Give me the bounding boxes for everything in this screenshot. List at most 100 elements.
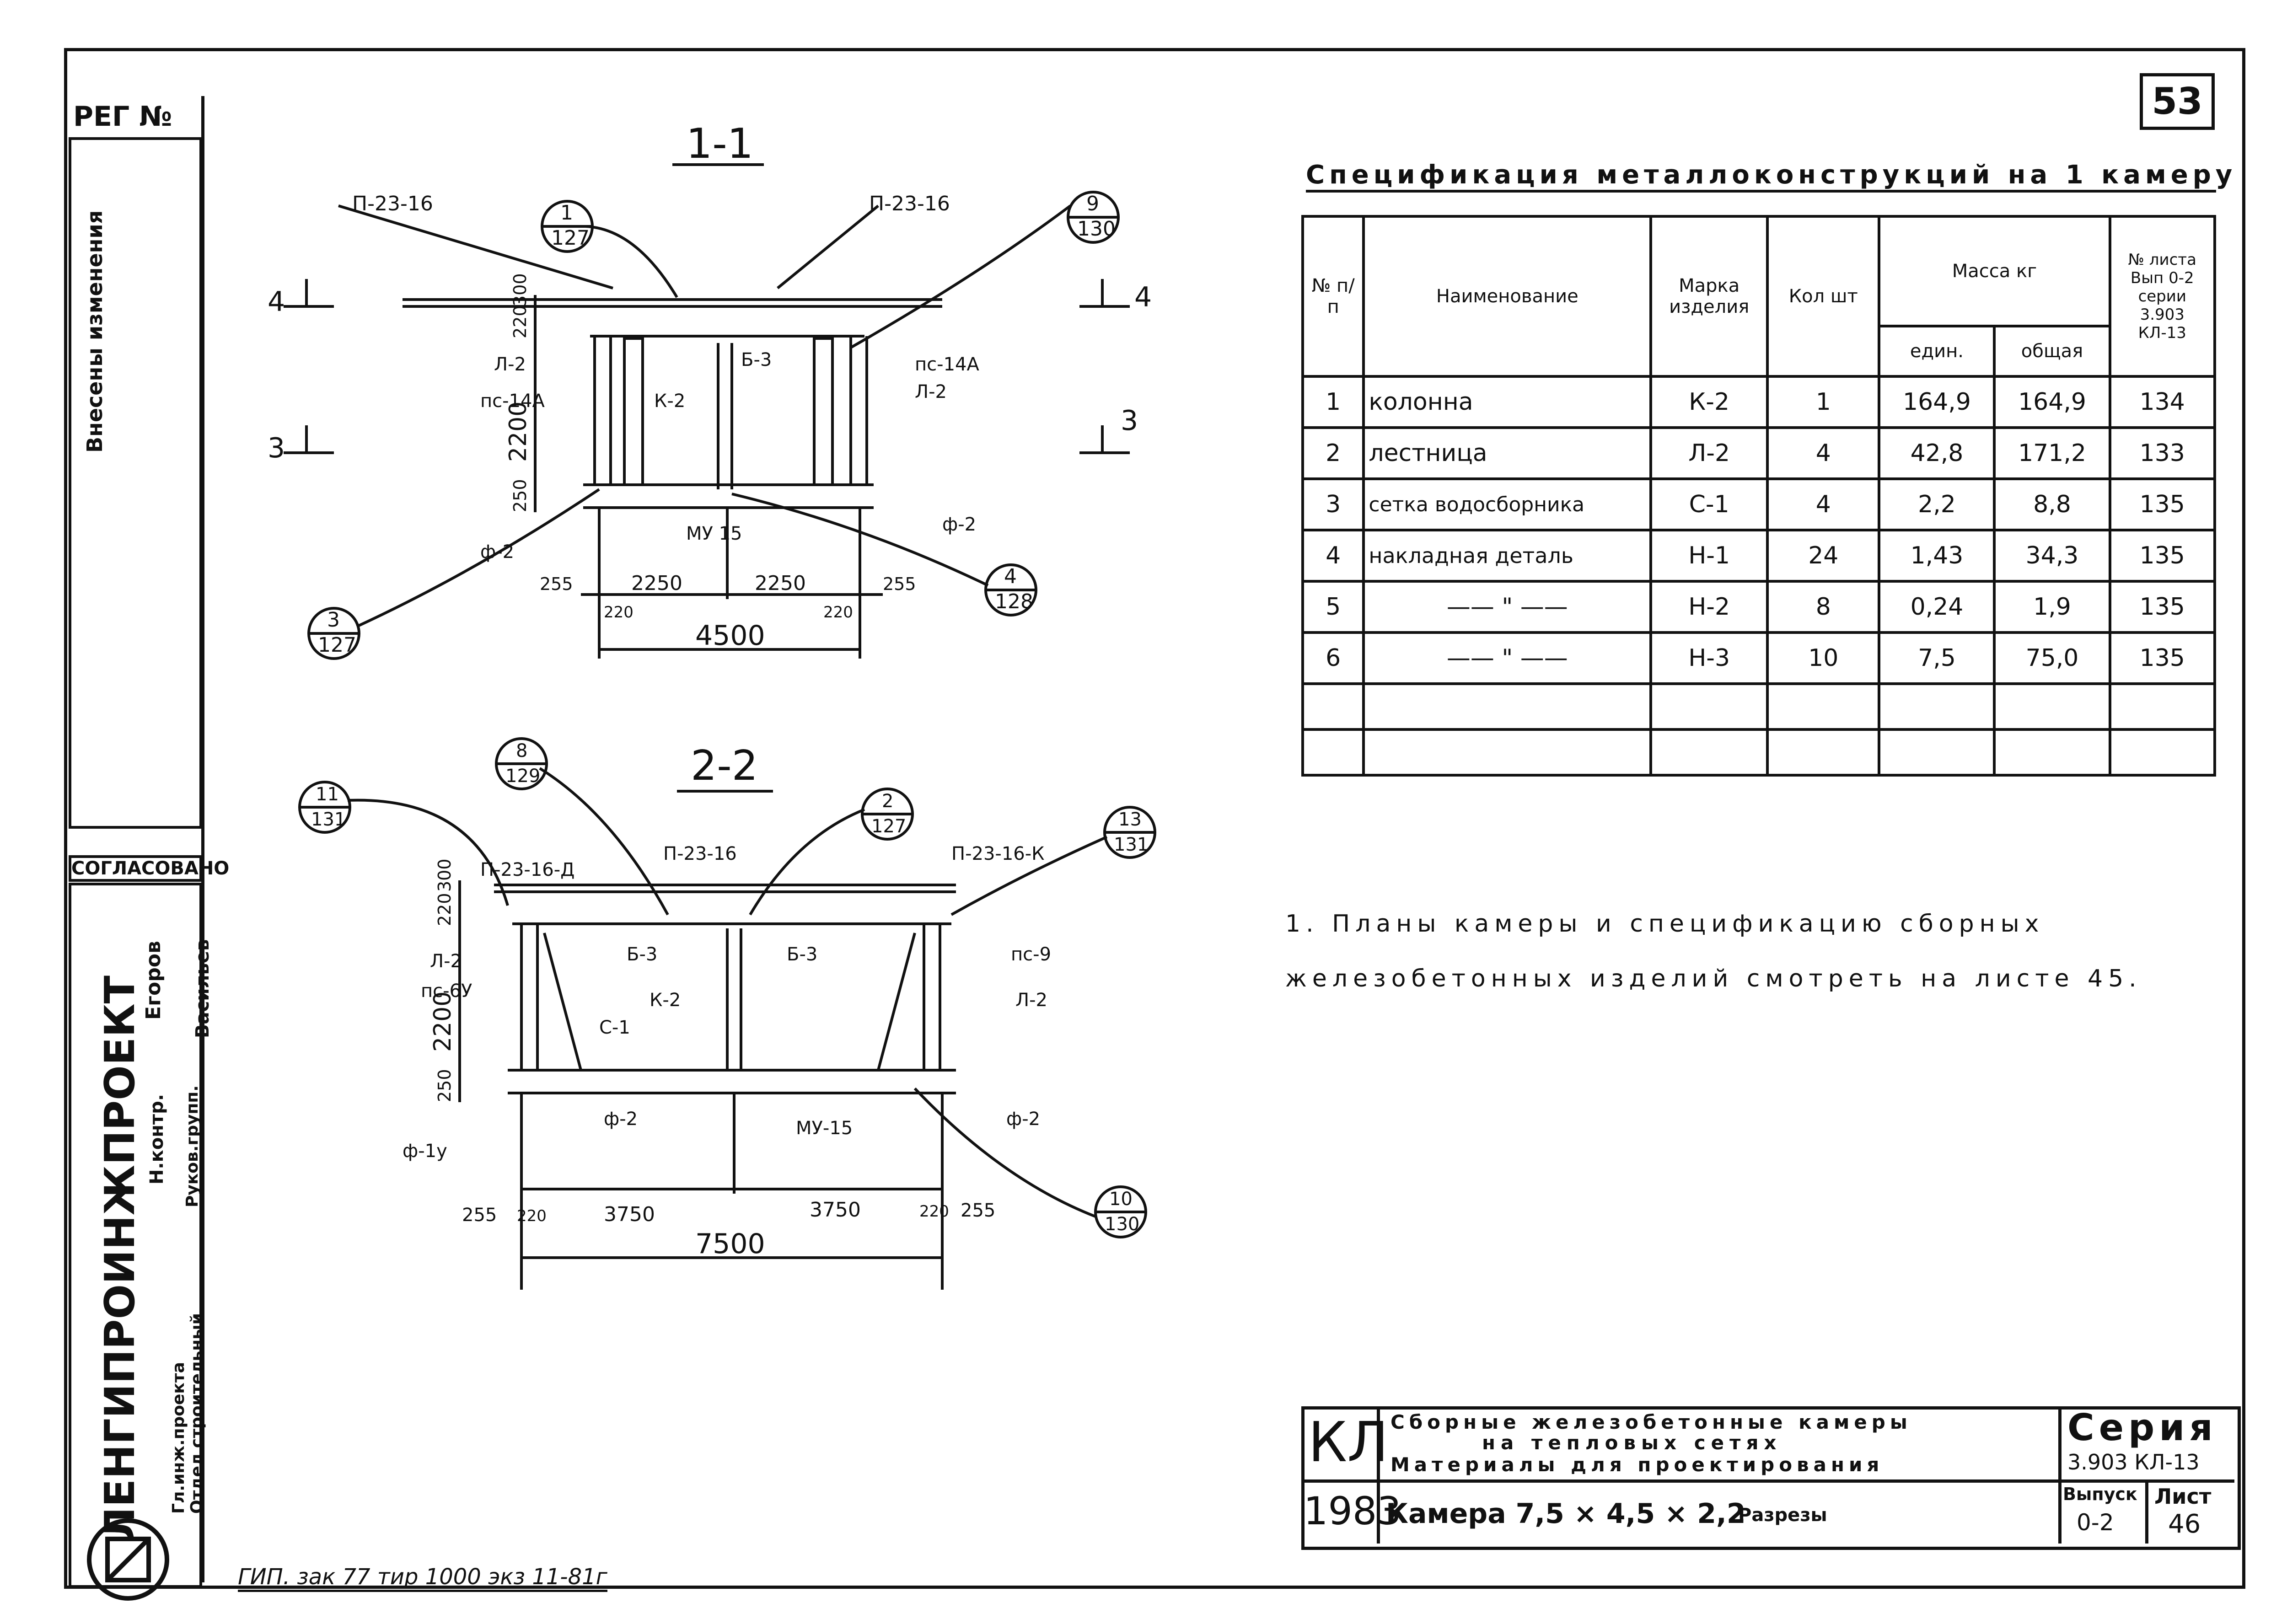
change-log-header: Внесены изменения xyxy=(82,210,107,453)
cell-qty: 24 xyxy=(1766,529,1881,583)
cell-qty: 4 xyxy=(1766,426,1881,480)
cell-name: колонна xyxy=(1362,375,1653,429)
hdim-2250-b: 2250 xyxy=(755,572,806,595)
cell-n: 4 xyxy=(1301,529,1365,583)
sheet-label: Лист xyxy=(2154,1484,2212,1509)
table-row-empty xyxy=(1301,728,2217,777)
cell-ref: 135 xyxy=(2108,580,2217,634)
dept-otdel: Отдел строительный xyxy=(188,1313,206,1514)
cell-name: накладная деталь xyxy=(1362,529,1653,583)
cell-total: 164,9 xyxy=(1993,375,2111,429)
sheet-number: 53 xyxy=(2140,73,2215,130)
vdim-220: 220 xyxy=(510,305,530,338)
callout-3-bottom: 127 xyxy=(318,633,356,657)
table-row: 2 лестница Л-2 4 42,8 171,2 133 xyxy=(1301,426,2217,480)
spec-table: № п/п Наименование Марка изделия Кол шт … xyxy=(1301,215,2217,777)
callout-1-bottom: 127 xyxy=(551,226,590,250)
note-text: 1. Планы камеры и спецификацию сборных ж… xyxy=(1285,910,2142,992)
sheet-value: 46 xyxy=(2168,1509,2201,1539)
title-desc-2: на тепловых сетях xyxy=(1482,1431,1782,1454)
name-egorov: Егоров xyxy=(142,941,165,1020)
org-name: ЛЕНГИПРОИНЖПРОЕКТ xyxy=(96,975,144,1541)
col-qty: Кол шт xyxy=(1766,215,1881,378)
cell-n: 3 xyxy=(1301,477,1365,531)
title-desc-1: Сборные железобетонные камеры xyxy=(1390,1411,1912,1433)
label-mu15: МУ 15 xyxy=(686,523,742,544)
table-row: 3 сетка водосборника С-1 4 2,2 8,8 135 xyxy=(1301,477,2217,531)
table-row: 4 накладная деталь Н-1 24 1,43 34,3 135 xyxy=(1301,529,2217,583)
callout-13-top: 13 xyxy=(1118,809,1142,830)
cell-total: 171,2 xyxy=(1993,426,2111,480)
vdim-300: 300 xyxy=(435,858,455,892)
callout-8-bottom: 129 xyxy=(505,766,540,787)
cell-ref: 135 xyxy=(2108,477,2217,531)
cell-total: 34,3 xyxy=(1993,529,2111,583)
drawing-frame xyxy=(64,48,2245,1589)
callout-2-top: 2 xyxy=(882,791,893,812)
cell-n: 5 xyxy=(1301,580,1365,634)
hdim-220-a: 220 xyxy=(517,1207,547,1225)
label-f1u: ф-1у xyxy=(403,1141,447,1162)
cell-ref: 135 xyxy=(2108,529,2217,583)
label-p2316-b: П-23-16 xyxy=(869,192,950,215)
title-block-code-divider xyxy=(1377,1406,1380,1544)
cell-ref: 134 xyxy=(2108,375,2217,429)
callout-4-top: 4 xyxy=(1004,565,1017,588)
cell-name: сетка водосборника xyxy=(1362,477,1653,531)
cell-qty: 1 xyxy=(1766,375,1881,429)
callout-13-bottom: 131 xyxy=(1114,834,1149,855)
role-nkontr: Н.контр. xyxy=(146,1094,167,1185)
callout-11-bottom: 131 xyxy=(311,809,346,830)
label-f2-b: ф-2 xyxy=(1006,1109,1040,1130)
label-mu15: МУ-15 xyxy=(796,1118,853,1139)
cell-qty: 8 xyxy=(1766,580,1881,634)
cell-mark: Н-1 xyxy=(1649,529,1769,583)
hdim-255-a: 255 xyxy=(462,1205,497,1226)
cell-unit: 42,8 xyxy=(1878,426,1996,480)
marker-3-right: 3 xyxy=(1121,405,1138,437)
issue-value: 0-2 xyxy=(2077,1509,2114,1536)
table-row-empty xyxy=(1301,682,2217,731)
cell-name: —— " —— xyxy=(1362,631,1653,685)
org-logo-icon xyxy=(87,1518,169,1601)
title-code: КЛ xyxy=(1308,1411,1389,1474)
section-1-1-title: 1-1 xyxy=(686,120,753,168)
label-l2-b: Л-2 xyxy=(1015,990,1047,1011)
title-block-row-divider xyxy=(1301,1479,2234,1483)
hdim-255-b: 255 xyxy=(961,1200,995,1221)
sheet-number-text: 53 xyxy=(2152,80,2203,123)
vdim-2200: 2200 xyxy=(505,402,532,462)
print-note: ГИП. зак 77 тир 1000 экз 11-81г xyxy=(238,1564,607,1592)
label-p2316-a: П-23-16 xyxy=(352,192,433,215)
label-l2-a: Л-2 xyxy=(430,951,462,972)
vdim-250: 250 xyxy=(510,479,530,512)
cell-mark: С-1 xyxy=(1649,477,1769,531)
col-mark: Марка изделия xyxy=(1649,215,1769,378)
callout-1-top: 1 xyxy=(560,201,573,225)
table-row: 5 —— " —— Н-2 8 0,24 1,9 135 xyxy=(1301,580,2217,634)
section-2-2-title: 2-2 xyxy=(691,742,758,790)
signatures-grid xyxy=(69,883,202,1588)
series-value: 3.903 КЛ-13 xyxy=(2067,1450,2200,1474)
col-mass-unit: един. xyxy=(1878,325,1996,378)
hdim-255-b: 255 xyxy=(883,574,916,594)
label-ps14a-a: пс-14А xyxy=(480,391,545,412)
change-log-grid xyxy=(69,137,202,829)
cell-mark: Н-2 xyxy=(1649,580,1769,634)
marker-4-right: 4 xyxy=(1134,281,1152,313)
title-block-series-divider xyxy=(2058,1406,2062,1544)
table-row: 1 колонна К-2 1 164,9 164,9 134 xyxy=(1301,375,2217,429)
label-k2: К-2 xyxy=(650,990,681,1011)
vdim-220: 220 xyxy=(435,893,455,926)
marker-3-left: 3 xyxy=(268,432,285,464)
hdim-4500: 4500 xyxy=(695,620,765,652)
hdim-2250-a: 2250 xyxy=(631,572,682,595)
label-f2-b: ф-2 xyxy=(480,541,514,563)
hdim-255-a: 255 xyxy=(540,574,573,594)
cell-ref: 133 xyxy=(2108,426,2217,480)
cell-unit: 1,43 xyxy=(1878,529,1996,583)
label-ps9: пс-9 xyxy=(1011,944,1051,965)
section-1-1-drawing: 1-1 1 127 9 130 3 127 4 128 П-23-16 П-23… xyxy=(268,120,1152,660)
callout-9-bottom: 130 xyxy=(1077,217,1116,241)
vdim-300: 300 xyxy=(510,273,530,306)
